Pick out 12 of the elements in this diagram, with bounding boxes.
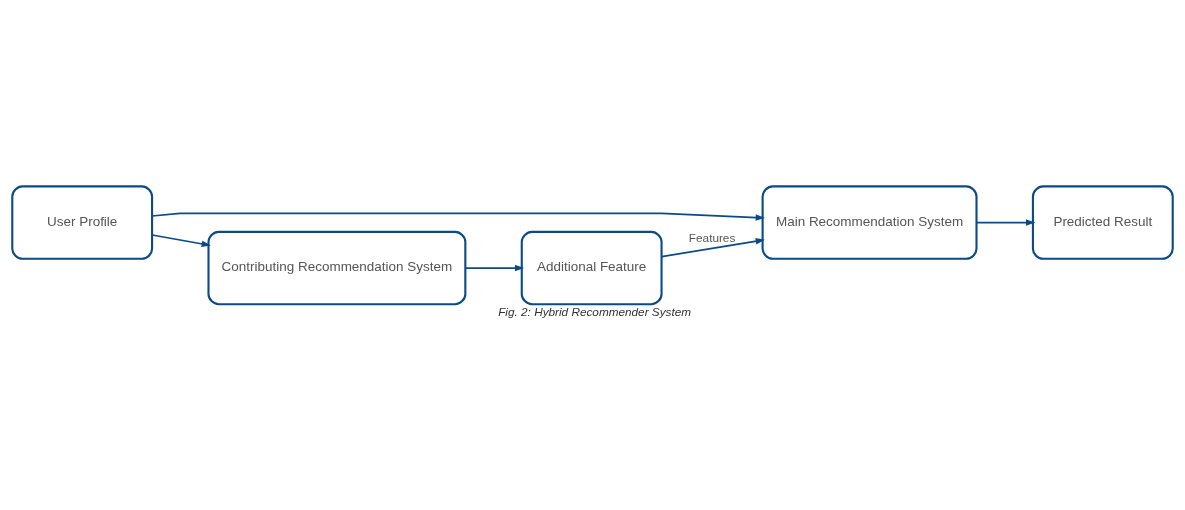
arrow bbox=[975, 219, 1036, 226]
node-box: User Profile bbox=[11, 185, 154, 260]
node-box: Additional Feature bbox=[520, 230, 663, 306]
arrow bbox=[151, 212, 765, 221]
node-box: Contributing Recommendation System bbox=[207, 230, 467, 306]
node-box: Main Recommendation System bbox=[761, 185, 978, 260]
arrow bbox=[464, 264, 525, 272]
node-box: Predicted Result bbox=[1031, 185, 1174, 260]
edge-label: Features bbox=[688, 231, 736, 245]
arrow bbox=[661, 237, 765, 258]
caption: Fig. 2: Hybrid Recommender System bbox=[498, 305, 692, 319]
arrow bbox=[151, 234, 211, 248]
